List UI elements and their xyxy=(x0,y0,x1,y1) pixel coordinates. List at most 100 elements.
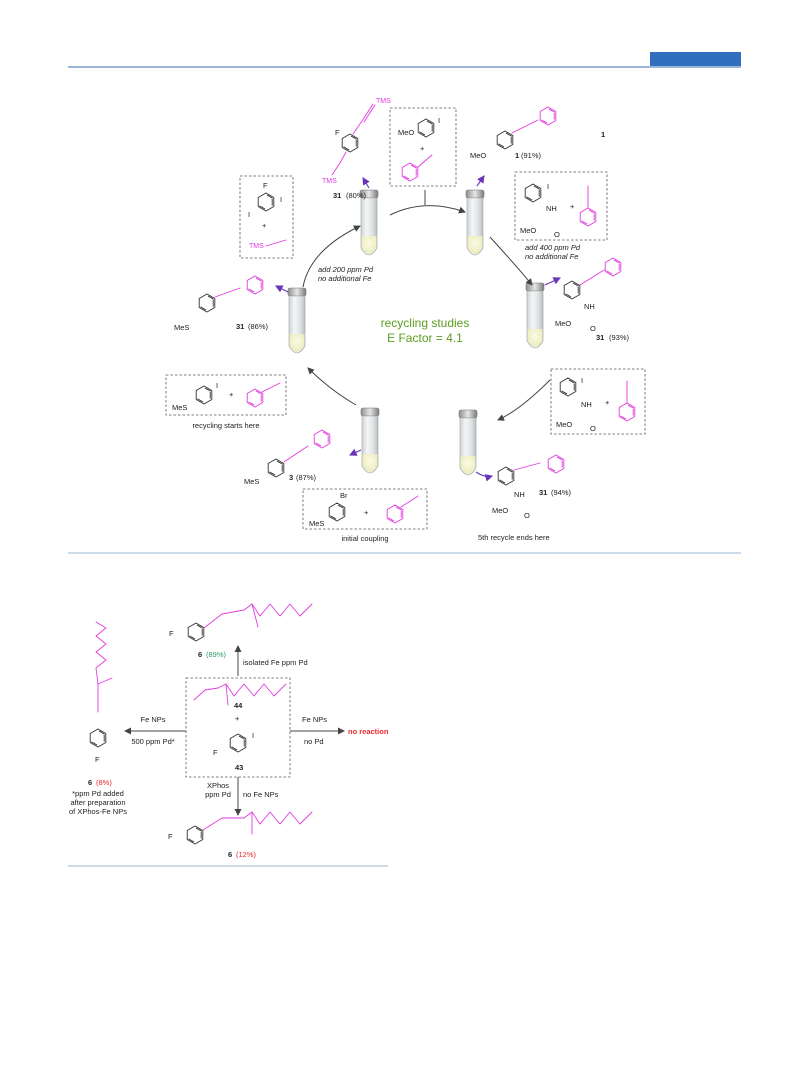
svg-text:TMS: TMS xyxy=(249,243,264,250)
product-1-91: MeO 1 (91%) xyxy=(470,106,557,160)
svg-text:O: O xyxy=(590,424,596,433)
reagents-initial: MeS Br + xyxy=(309,491,419,528)
svg-text:Fe NPs: Fe NPs xyxy=(140,715,165,724)
svg-text:NH: NH xyxy=(546,204,557,213)
tube-6 xyxy=(287,287,307,354)
svg-text:MeO: MeO xyxy=(520,226,536,235)
svg-text:(80%): (80%) xyxy=(346,191,367,200)
svg-text:NH: NH xyxy=(584,302,595,311)
svg-text:500 ppm Pd*: 500 ppm Pd* xyxy=(131,737,174,746)
tube-3 xyxy=(525,282,545,349)
svg-text:I: I xyxy=(547,182,549,191)
reagents-1: MeO I + xyxy=(398,116,440,182)
svg-text:NH: NH xyxy=(581,400,592,409)
svg-text:(8%): (8%) xyxy=(96,778,112,787)
svg-text:MeO: MeO xyxy=(556,420,572,429)
svg-text:MeS: MeS xyxy=(172,403,187,412)
svg-text:I: I xyxy=(252,731,254,740)
initial-coupling-caption: initial coupling xyxy=(341,534,388,543)
product-6-89: F 6 (89%) xyxy=(169,603,313,659)
svg-text:MeO: MeO xyxy=(555,319,571,328)
svg-text:(91%): (91%) xyxy=(521,151,542,160)
svg-text:TMS: TMS xyxy=(376,98,391,105)
product-31-80: TMS F TMS 31 (80%) xyxy=(322,98,391,200)
svg-text:+: + xyxy=(229,390,234,399)
box-initial-coupling xyxy=(302,488,428,530)
svg-text:I: I xyxy=(581,376,583,385)
box-reagents-31-b xyxy=(550,368,646,435)
box-starting-materials xyxy=(185,677,291,778)
svg-text:+: + xyxy=(364,508,369,517)
cycle-arrow-5 xyxy=(307,367,357,406)
tube-4 xyxy=(458,409,478,476)
svg-text:(12%): (12%) xyxy=(236,850,257,859)
recycling-starts-caption: recycling starts here xyxy=(192,421,259,430)
svg-text:+: + xyxy=(235,714,240,723)
svg-text:TMS: TMS xyxy=(322,178,337,185)
add200-l2: no additional Fe xyxy=(318,274,371,283)
svg-text:Br: Br xyxy=(340,491,348,500)
tube-5 xyxy=(360,407,380,474)
reagents-recycling: MeS I + xyxy=(172,381,281,412)
prod-arrow-1 xyxy=(362,177,370,189)
center-efactor: E Factor = 4.1 xyxy=(387,331,463,345)
svg-text:6: 6 xyxy=(198,650,202,659)
prod-arrow-2 xyxy=(476,175,485,187)
svg-text:I: I xyxy=(248,210,250,219)
prod-arrow-3 xyxy=(544,277,561,286)
svg-text:F: F xyxy=(335,128,340,137)
add200-l1: add 200 ppm Pd xyxy=(318,265,374,274)
svg-text:+: + xyxy=(605,398,610,407)
svg-text:MeO: MeO xyxy=(492,506,508,515)
svg-text:O: O xyxy=(554,230,560,239)
cycle-arrow-2 xyxy=(489,236,533,286)
svg-text:O: O xyxy=(524,511,530,520)
product-3-87: MeS 3 (87%) xyxy=(244,429,331,486)
svg-text:XPhos: XPhos xyxy=(207,781,229,790)
tube-2 xyxy=(465,189,485,256)
cycle-arrow-6 xyxy=(302,225,361,288)
svg-text:(93%): (93%) xyxy=(609,333,630,342)
cycle-arrow-3 xyxy=(497,379,551,421)
svg-text:no Pd: no Pd xyxy=(304,737,324,746)
no-reaction: no reaction xyxy=(348,727,389,736)
svg-text:(86%): (86%) xyxy=(248,322,269,331)
svg-text:F: F xyxy=(213,748,218,757)
svg-text:F: F xyxy=(169,629,174,638)
svg-text:I: I xyxy=(280,195,282,204)
svg-text:after preparation: after preparation xyxy=(70,798,125,807)
box-recycling-start xyxy=(165,374,287,416)
svg-text:F: F xyxy=(95,755,100,764)
sm-44: 44 + xyxy=(193,683,287,723)
prod-arrow-5 xyxy=(348,448,362,456)
cycle-arrow-1 xyxy=(389,205,466,216)
svg-text:O: O xyxy=(590,324,596,333)
product-6-12: F 6 (12%) xyxy=(168,811,313,859)
box-reagents-31-a xyxy=(514,171,608,241)
svg-text:43: 43 xyxy=(235,763,243,772)
center-title: recycling studies xyxy=(381,316,470,330)
svg-text:31: 31 xyxy=(539,488,547,497)
svg-text:*ppm Pd added: *ppm Pd added xyxy=(72,789,124,798)
prod-arrow-6 xyxy=(275,285,289,293)
svg-text:3: 3 xyxy=(289,473,293,482)
svg-text:+: + xyxy=(262,221,267,230)
product-6-8: F 6 (8%) xyxy=(88,621,113,787)
svg-text:MeO: MeO xyxy=(470,151,486,160)
add400-l2: no additional Fe xyxy=(525,252,578,261)
svg-text:Fe NPs: Fe NPs xyxy=(302,715,327,724)
product-31-93: NH MeO O 31 (93%) xyxy=(555,257,630,342)
svg-text:of XPhos-Fe NPs: of XPhos-Fe NPs xyxy=(69,807,127,816)
svg-text:ppm Pd: ppm Pd xyxy=(205,790,231,799)
svg-text:I: I xyxy=(216,381,218,390)
svg-text:44: 44 xyxy=(234,701,243,710)
control-experiments-scheme: F 6 (89%) isolated Fe ppm Pd 44 + F I 43… xyxy=(69,603,389,859)
header-accent-bar xyxy=(650,52,741,66)
label-1: 1 xyxy=(601,130,605,139)
svg-text:MeO: MeO xyxy=(398,128,414,137)
arrow-up-label: isolated Fe ppm Pd xyxy=(243,658,308,667)
product-31-94: NH MeO O 31 (94%) xyxy=(492,454,572,520)
svg-text:31: 31 xyxy=(333,191,341,200)
